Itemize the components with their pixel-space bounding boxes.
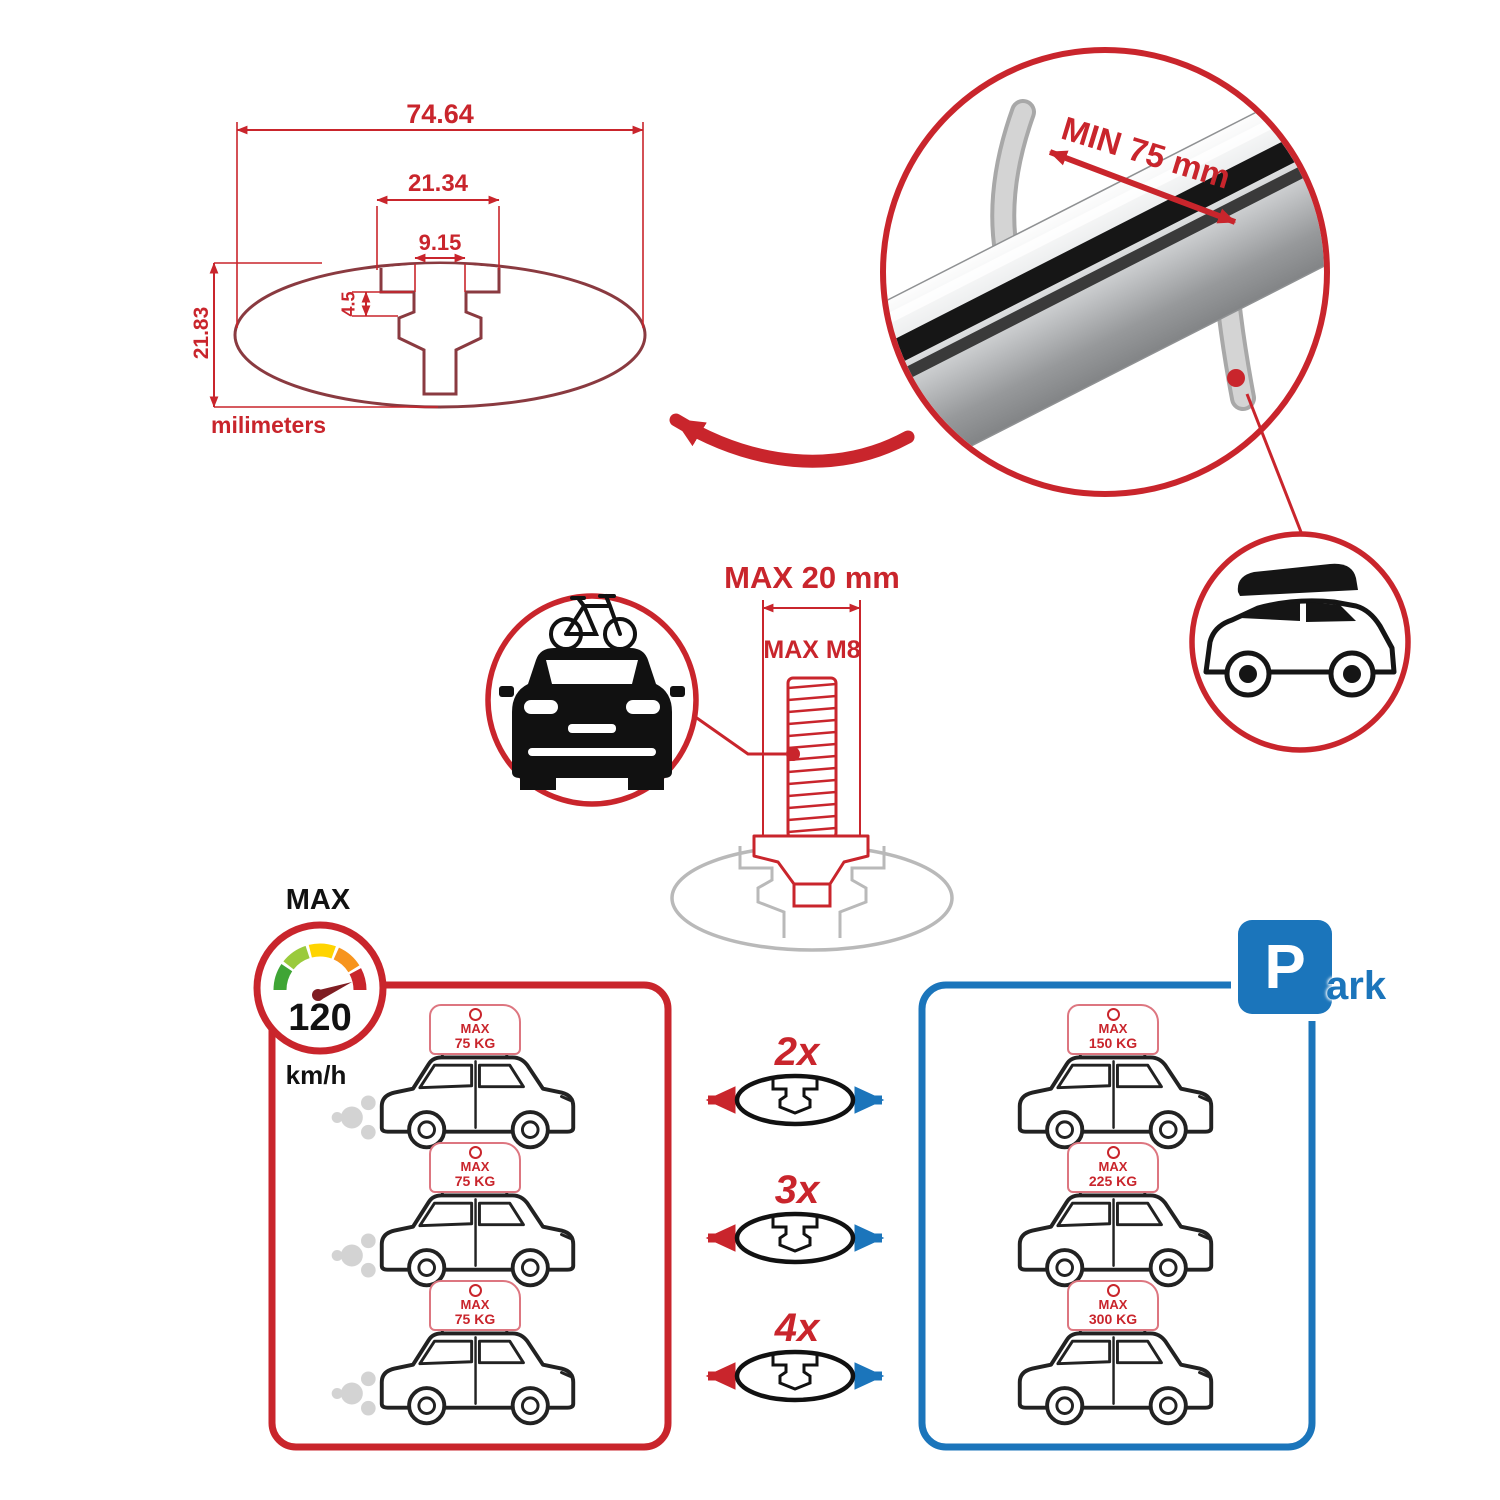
profile-slot-fill [381,264,499,394]
dim-total-height: 21.83 [190,306,213,360]
roof-load-badge: MAX 300 KG [1067,1280,1159,1332]
roof-load-badge: MAX 225 KG [1067,1142,1159,1194]
bar-cross-section-diagram [209,122,647,409]
row-4x [705,1349,885,1403]
units-label: milimeters [211,412,327,438]
roof-load-badge: MAX 75 KG [429,1142,521,1194]
bolt-thread-label: MAX M8 [763,636,861,664]
badge-weight-value: 75 KG [454,1172,496,1189]
badge-max-label: MAX [1098,1021,1128,1036]
parking-sign-suffix: ark [1326,964,1387,1008]
motion-dust-icon [331,1095,376,1140]
multiplier-label: 2x [774,1030,820,1074]
leader-to-bolt [693,714,786,756]
motion-dust-icon [331,1233,376,1278]
car-parked-icon [1017,1045,1214,1150]
driving-cars [331,1045,576,1426]
row-2x [705,1073,885,1127]
load-ring-icon [468,1284,482,1297]
badge-max-label: MAX [460,1159,490,1174]
bar-ellipse-icon [734,1211,856,1265]
speedometer-icon [253,921,387,1055]
dim-lip-depth: 4.5 [338,291,359,317]
pointer-arrow [669,413,915,468]
motion-dust-icon [331,1371,376,1416]
load-ring-icon [1106,1146,1120,1159]
bolt-point-dot [786,747,800,761]
car-front-bike-circle [485,593,699,807]
profile-slot-outline [379,268,501,396]
parking-box-frame [918,981,1316,1451]
multiplier-rows [705,1073,885,1403]
car-front-icon [499,648,685,790]
dim-total-width: 74.64 [406,99,474,129]
badge-max-label: MAX [460,1297,490,1312]
badge-max-label: MAX [460,1021,490,1036]
bar-ellipse-icon [734,1073,856,1127]
suv-with-roofbox-circle [1189,531,1411,753]
dimension-lines [209,122,644,408]
multiplier-label: 4x [774,1306,820,1350]
t-bolt-icon [752,676,870,908]
dim-slot-opening: 9.15 [418,230,462,255]
speedometer-value: 120 [288,997,352,1039]
load-ring-icon [1106,1284,1120,1297]
parked-cars [1017,1045,1214,1426]
parking-sign: P [1238,920,1332,1014]
car-driving-icon [379,1183,576,1288]
roof-load-badge: MAX 75 KG [429,1004,521,1056]
load-ring-icon [1106,1008,1120,1021]
multiplier-label: 3x [774,1168,820,1212]
load-ring-icon [468,1008,482,1021]
badge-weight-value: 75 KG [454,1310,496,1327]
car-driving-icon [379,1045,576,1150]
row-3x [705,1211,885,1265]
badge-weight-value: 150 KG [1088,1034,1138,1051]
gray-profile-slot [738,846,886,938]
car-parked-icon [1017,1183,1214,1288]
bolt-diagram [670,600,954,952]
bolt-max-width-label: MAX 20 mm [724,560,900,595]
clamp-point-dot [1227,369,1245,387]
leader-to-suv [1245,393,1303,533]
suv-with-roofbox-icon [1203,563,1397,698]
parking-sign-letter: P [1264,932,1306,1002]
car-parked-icon [1017,1321,1214,1426]
driving-box-frame [268,981,672,1451]
badge-max-label: MAX [1098,1297,1128,1312]
bar-ellipse-icon [734,1349,856,1403]
speedometer-title: MAX [285,884,351,916]
roof-load-badge: MAX 150 KG [1067,1004,1159,1056]
roof-bar-render-circle [880,47,1330,533]
badge-weight-value: 225 KG [1088,1172,1138,1189]
min-span-arrow [1048,149,1237,225]
roof-load-badge: MAX 75 KG [429,1280,521,1332]
car-driving-icon [379,1321,576,1426]
bolt-dimension-lines [762,600,861,838]
dim-slot-outer: 21.34 [407,170,469,197]
badge-weight-value: 75 KG [454,1034,496,1051]
speedometer-units: km/h [285,1060,347,1090]
badge-max-label: MAX [1098,1159,1128,1174]
load-ring-icon [468,1146,482,1159]
badge-weight-value: 300 KG [1088,1310,1138,1327]
